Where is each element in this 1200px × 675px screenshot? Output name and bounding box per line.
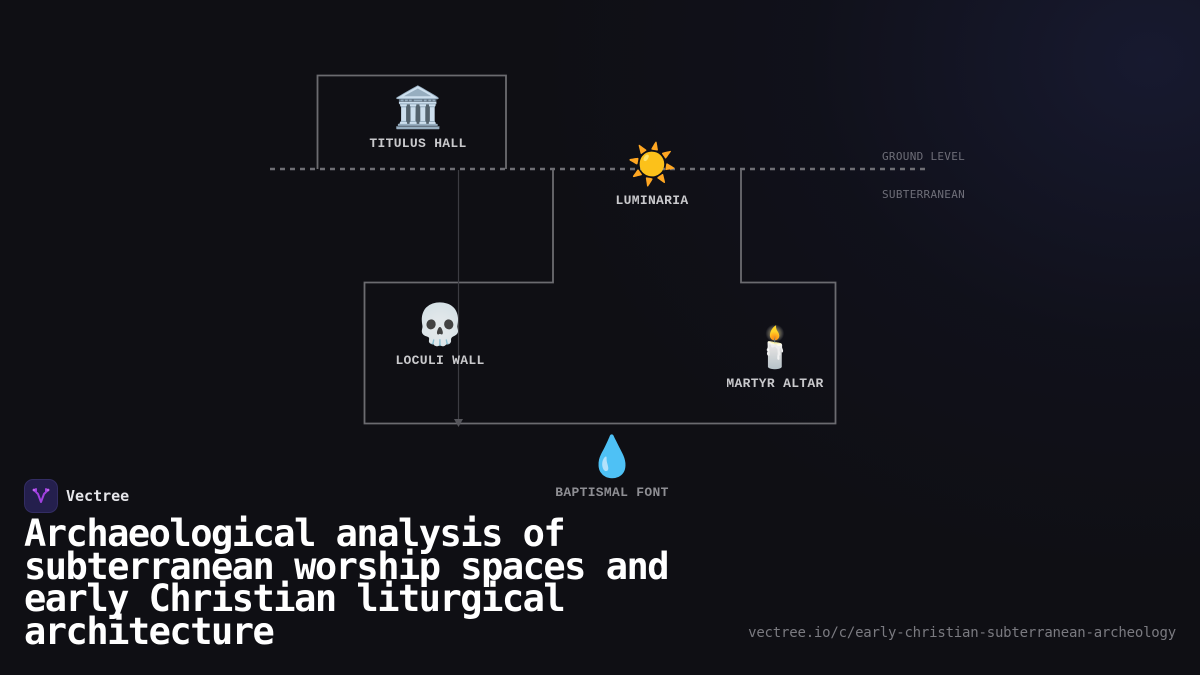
crypt-outline — [363, 169, 837, 425]
brand-name: Vectree — [66, 487, 130, 505]
page-title: Archaeological analysis of subterranean … — [24, 512, 670, 653]
node-label: LUMINARIA — [615, 193, 689, 208]
skull-icon: 💀 — [415, 302, 465, 348]
vectree-logo-icon — [24, 479, 58, 513]
node-label: LOCULI WALL — [395, 353, 485, 368]
node-label: TITULUS HALL — [369, 136, 467, 151]
sun-icon: ☀️ — [627, 142, 677, 188]
node-titulus-hall[interactable]: 🏛️ TITULUS HALL — [369, 84, 466, 151]
node-label: BAPTISMAL FONT — [555, 485, 669, 500]
ground-level-label: GROUND LEVEL — [882, 150, 966, 163]
node-label: MARTYR ALTAR — [726, 376, 824, 391]
droplet-icon: 💧 — [587, 434, 637, 480]
titulus-hall-outline — [316, 74, 507, 169]
brand: Vectree — [24, 479, 129, 513]
node-baptismal-font[interactable]: 💧 BAPTISMAL FONT — [555, 433, 668, 500]
subterranean-label: SUBTERRANEAN — [882, 188, 966, 201]
page-url[interactable]: vectree.io/c/early-christian-subterranea… — [748, 625, 1176, 641]
candle-icon: 🕯️ — [750, 325, 800, 371]
node-martyr-altar[interactable]: 🕯️ MARTYR ALTAR — [726, 324, 823, 391]
node-loculi-wall[interactable]: 💀 LOCULI WALL — [395, 301, 484, 368]
classical-building-icon: 🏛️ — [393, 85, 443, 131]
node-luminaria[interactable]: ☀️ LUMINARIA — [616, 141, 689, 208]
descent-arrow-icon — [454, 419, 463, 427]
